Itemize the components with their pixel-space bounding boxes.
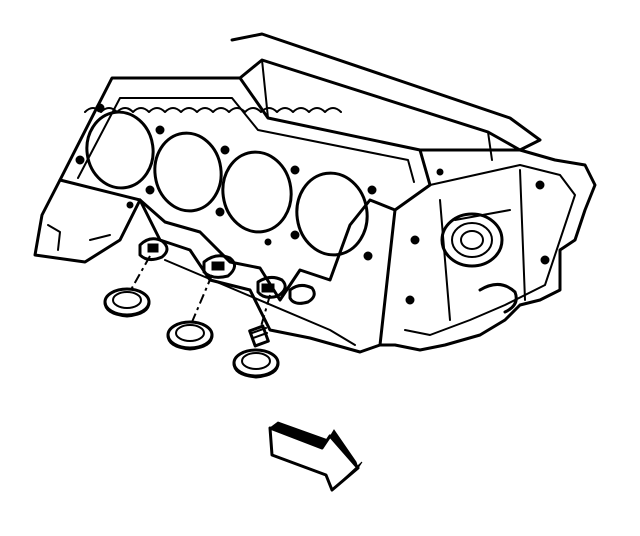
front-bolt-hole-2 xyxy=(535,180,545,190)
deck-bolt-hole-12 xyxy=(264,238,272,246)
deck-bolt-hole-1 xyxy=(95,103,105,113)
crank-bore-area xyxy=(478,283,518,314)
deck-bolt-hole-4 xyxy=(290,165,300,175)
expansion-plug-3 xyxy=(232,348,280,379)
cylinder-bore-1 xyxy=(85,110,155,190)
expansion-plug-1 xyxy=(103,287,151,318)
plug-hole-4 xyxy=(288,283,316,305)
front-bolt-hole-4 xyxy=(405,295,415,305)
block-front-face xyxy=(378,148,597,352)
cam-bore-inner xyxy=(451,222,493,258)
cylinder-bores xyxy=(75,103,377,261)
deck-bolt-hole-10 xyxy=(363,251,373,261)
expansion-plug-2 xyxy=(166,320,214,351)
front-bolt-hole-1 xyxy=(410,235,420,245)
engine-block xyxy=(33,32,597,354)
deck-bolt-hole-3 xyxy=(220,145,230,155)
gasket-scallops xyxy=(84,107,342,113)
deck-bolt-hole-11 xyxy=(126,201,134,209)
deck-bolt-hole-5 xyxy=(367,185,377,195)
front-face-inner xyxy=(404,164,576,336)
plug-holes xyxy=(138,237,316,305)
block-deck-outline xyxy=(58,76,432,302)
cam-bore-core xyxy=(460,230,484,250)
arrow-tip-shadow xyxy=(331,461,363,491)
front-bolt-hole-5 xyxy=(436,168,444,176)
plug-hole-fill-1 xyxy=(147,243,159,253)
cam-bore-outer xyxy=(440,212,504,268)
cylinder-bore-2 xyxy=(153,131,223,213)
block-left-skirt-detail xyxy=(47,224,111,251)
pan-rail-line xyxy=(164,259,356,346)
deck-bolt-hole-6 xyxy=(75,155,85,165)
align-line-3 xyxy=(259,294,271,331)
front-bolt-hole-3 xyxy=(540,255,550,265)
plug-hole-fill-2 xyxy=(211,261,225,271)
expansion-plugs xyxy=(103,287,280,379)
cylinder-bore-3 xyxy=(221,150,293,234)
deck-bolt-hole-8 xyxy=(215,207,225,217)
deck-bolt-hole-9 xyxy=(290,230,300,240)
front-direction-arrow xyxy=(268,421,363,492)
cylinder-bore-4 xyxy=(295,171,369,257)
arrow-shadow xyxy=(268,421,359,469)
align-line-2 xyxy=(191,274,213,323)
deck-bolt-hole-7 xyxy=(145,185,155,195)
threaded-plug xyxy=(248,324,270,348)
plug-hole-fill-3 xyxy=(261,283,275,293)
block-side-wall xyxy=(138,198,397,354)
lifter-valley-rail xyxy=(230,32,542,152)
deck-bolt-hole-2 xyxy=(155,125,165,135)
plug-hole-3 xyxy=(256,275,287,299)
block-left-skirt xyxy=(33,178,142,264)
